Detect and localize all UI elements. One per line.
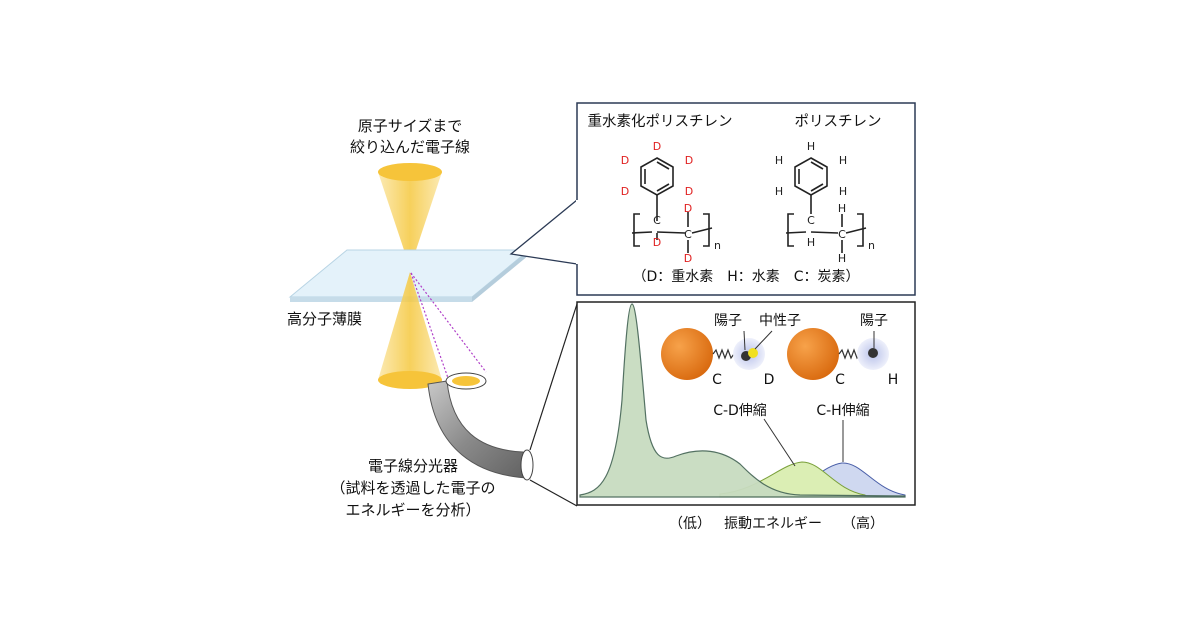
film-label: 高分子薄膜 bbox=[287, 310, 362, 328]
polystyrene-structure bbox=[785, 157, 867, 253]
h-atom-6: H bbox=[838, 202, 846, 215]
spectrometer-label-line2: （試料を透過した電子の bbox=[330, 479, 495, 497]
c-atom-deut-1: C bbox=[653, 214, 661, 227]
scatter-guide-lines bbox=[410, 272, 487, 379]
proton-label-right: 陽子 bbox=[860, 313, 888, 329]
c-atom-deut-2: C bbox=[684, 228, 692, 241]
axis-low-label: （低） bbox=[669, 516, 711, 532]
atom-h: H bbox=[888, 372, 899, 388]
beam-caption-line1: 原子サイズまで bbox=[358, 117, 463, 135]
electron-beam-lower-cone bbox=[378, 272, 442, 389]
main-spectrum bbox=[579, 303, 906, 498]
h-atom-2: H bbox=[775, 154, 783, 167]
d-atom-6: D bbox=[684, 202, 692, 215]
axis-high-label: （高） bbox=[842, 515, 884, 532]
spectrometer-label-line3: エネルギーを分析） bbox=[345, 501, 480, 519]
proton-label-left: 陽子 bbox=[714, 313, 742, 329]
spectrometer-label-line1: 電子線分光器 bbox=[368, 457, 458, 475]
neutron-label: 中性子 bbox=[759, 313, 801, 329]
d-atom-8: D bbox=[684, 252, 692, 265]
atom-c-left: C bbox=[712, 372, 722, 388]
spectrum-curves bbox=[579, 303, 906, 498]
atom-legend: （D：重水素 H：水素 C：炭素） bbox=[632, 269, 859, 285]
molecule-panel bbox=[576, 102, 916, 296]
cd-label-pointer bbox=[763, 418, 796, 467]
d-atom-7: D bbox=[653, 236, 661, 249]
deuterated-polystyrene-title: 重水素化ポリスチレン bbox=[588, 113, 733, 130]
h-atom-5: H bbox=[839, 185, 847, 198]
proton-pointer-left bbox=[743, 330, 746, 351]
polystyrene-title: ポリスチレン bbox=[795, 113, 882, 130]
h-atom-1: H bbox=[807, 140, 815, 153]
atom-c-right: C bbox=[835, 372, 845, 388]
spectrometer-tube bbox=[427, 372, 534, 481]
c-h-bond-illustration bbox=[787, 328, 889, 380]
h-atom-8: H bbox=[838, 252, 846, 265]
d-atom-4: D bbox=[621, 185, 629, 198]
atom-d: D bbox=[764, 372, 775, 388]
c-d-bond-illustration bbox=[661, 328, 765, 380]
subscript-n-deut: n bbox=[714, 239, 721, 252]
cd-stretch-label: C-D伸縮 bbox=[713, 403, 767, 419]
neutron-pointer bbox=[754, 330, 773, 350]
h-atom-3: H bbox=[839, 154, 847, 167]
beam-caption-line2: 絞り込んだ電子線 bbox=[350, 138, 470, 156]
d-atom-2: D bbox=[621, 154, 629, 167]
spectrum-callout-lines bbox=[529, 303, 578, 507]
h-atom-4: H bbox=[775, 185, 783, 198]
subscript-n-norm: n bbox=[868, 239, 875, 252]
electron-beam-upper-cone bbox=[378, 163, 442, 268]
ch-stretch-label: C-H伸縮 bbox=[816, 403, 869, 419]
d-atom-3: D bbox=[685, 154, 693, 167]
h-atom-7: H bbox=[807, 236, 815, 249]
molecule-callout-pointer bbox=[509, 198, 578, 265]
c-atom-norm-1: C bbox=[807, 214, 815, 227]
deuterated-polystyrene-structure bbox=[631, 157, 713, 253]
axis-title: 振動エネルギー bbox=[724, 516, 822, 532]
c-atom-norm-2: C bbox=[838, 228, 846, 241]
d-atom-1: D bbox=[653, 140, 661, 153]
d-atom-5: D bbox=[685, 185, 693, 198]
